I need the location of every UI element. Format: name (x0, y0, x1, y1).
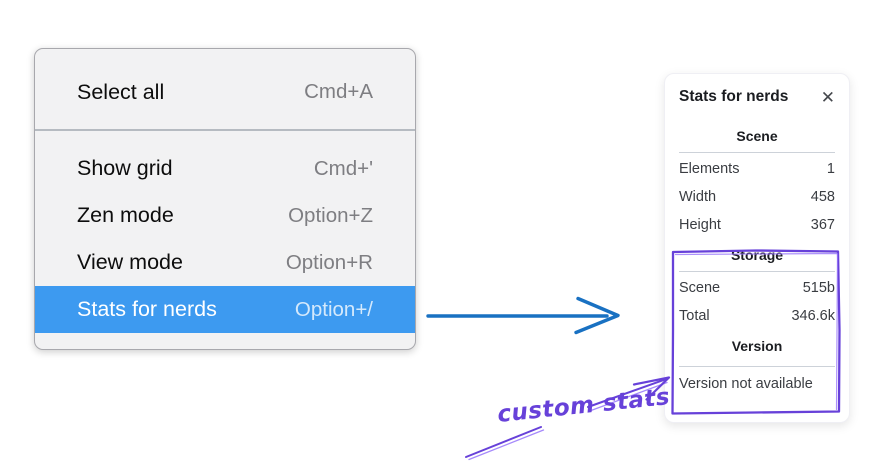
version-note: Version not available (679, 376, 813, 392)
menu-item-label: Show grid (77, 156, 173, 180)
stat-row: Total 346.6k (679, 302, 835, 330)
section-divider (679, 366, 835, 367)
flow-arrow (426, 296, 620, 335)
menu-item-shortcut: Cmd+' (313, 156, 373, 180)
menu-item-label: View mode (77, 250, 183, 274)
menu-item-shortcut: Option+/ (294, 297, 373, 321)
stat-row: Scene 515b (679, 274, 835, 302)
menu-item-shortcut: Option+R (285, 250, 373, 274)
stat-value: 367 (810, 217, 835, 233)
stat-row: Height 367 (679, 211, 835, 239)
stats-panel-header: Stats for nerds ✕ (679, 88, 835, 106)
stat-value: 346.6k (791, 308, 835, 324)
section-divider (679, 152, 835, 153)
menu-item-stats-for-nerds[interactable]: Stats for nerds Option+/ (35, 286, 415, 333)
stat-value: 1 (826, 161, 835, 177)
section-scene: Scene Elements 1 Width 458 Height 367 (679, 126, 835, 239)
panel-title: Stats for nerds (679, 88, 789, 105)
close-icon[interactable]: ✕ (820, 87, 835, 107)
menu-item-select-all[interactable]: Select all Cmd+A (35, 63, 415, 121)
menu-item-label: Zen mode (77, 203, 174, 227)
section-storage: Storage Scene 515b Total 346.6k (679, 245, 835, 330)
menu-item-shortcut: Cmd+A (304, 80, 373, 103)
menu-divider (35, 129, 415, 131)
annotation-label: custom stats (496, 384, 672, 428)
stat-label: Scene (679, 280, 721, 296)
menu-item-shortcut: Option+Z (288, 203, 373, 227)
stat-label: Width (679, 189, 717, 205)
stat-label: Elements (679, 161, 740, 177)
section-divider (679, 271, 835, 272)
stat-value: 515b (802, 280, 835, 296)
menu-item-show-grid[interactable]: Show grid Cmd+' (35, 145, 415, 192)
stats-panel: Stats for nerds ✕ Scene Elements 1 Width… (664, 73, 850, 423)
section-header: Scene (736, 128, 778, 144)
menu-item-label: Stats for nerds (77, 297, 217, 321)
section-header: Version (731, 338, 783, 354)
section-header: Storage (730, 247, 784, 263)
menu-item-view-mode[interactable]: View mode Option+R (35, 239, 415, 286)
section-version: Version Version not available (679, 336, 835, 397)
menu-item-zen-mode[interactable]: Zen mode Option+Z (35, 192, 415, 239)
stat-label: Total (679, 308, 710, 324)
stat-row: Elements 1 (679, 155, 835, 183)
context-menu: Select all Cmd+A Show grid Cmd+' Zen mod… (34, 48, 416, 350)
stat-value: 458 (810, 189, 835, 205)
menu-item-label: Select all (77, 79, 165, 104)
stat-row: Width 458 (679, 183, 835, 211)
stat-label: Height (679, 217, 721, 233)
